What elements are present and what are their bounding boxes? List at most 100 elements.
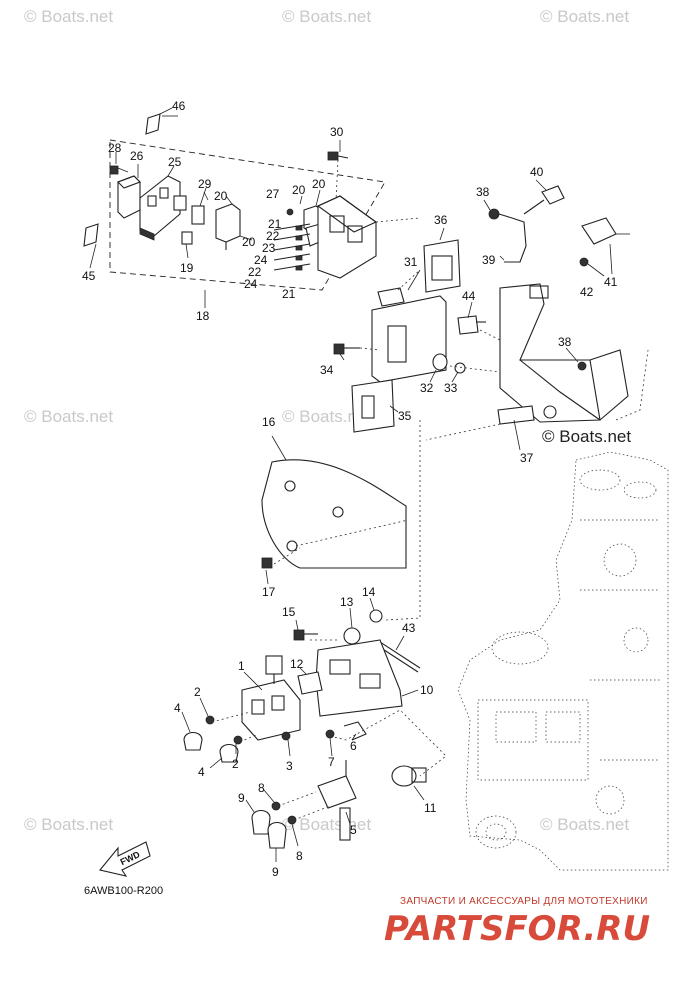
callout: 38 bbox=[558, 335, 572, 349]
part-30-screw bbox=[327, 140, 349, 201]
engine-block-outline bbox=[457, 451, 669, 871]
callout: 4 bbox=[174, 701, 181, 715]
part-2-bolt-a bbox=[205, 715, 215, 725]
callout: 14 bbox=[362, 585, 376, 599]
callout: 21 bbox=[282, 287, 296, 301]
callout: 37 bbox=[520, 451, 534, 465]
callout: 1 bbox=[238, 659, 245, 673]
callout: 43 bbox=[402, 621, 416, 635]
callout: 32 bbox=[420, 381, 434, 395]
flag-45 bbox=[83, 223, 99, 269]
callout: 36 bbox=[434, 213, 448, 227]
watermark-center: © Boats.net bbox=[542, 427, 631, 446]
watermark: © Boats.net bbox=[24, 815, 113, 834]
part-2-bolt-b bbox=[233, 735, 243, 745]
callout: 46 bbox=[172, 99, 186, 113]
part-27-screw bbox=[286, 208, 294, 216]
branding-logo: PARTSFOR.RU bbox=[384, 909, 650, 949]
callout: 30 bbox=[330, 125, 344, 139]
callout: 20 bbox=[214, 189, 228, 203]
part-31-bracket bbox=[371, 287, 447, 383]
callout: 19 bbox=[180, 261, 194, 275]
callout: 2 bbox=[194, 685, 201, 699]
callout: 34 bbox=[320, 363, 334, 377]
callout: 7 bbox=[328, 755, 335, 769]
part-16-cover bbox=[261, 459, 407, 569]
callout: 28 bbox=[108, 141, 122, 155]
part-17-bolt bbox=[261, 557, 273, 569]
callout: 20 bbox=[292, 183, 306, 197]
part-15-bolt bbox=[293, 629, 318, 641]
part-20-relay-a bbox=[215, 195, 241, 250]
callout: 6 bbox=[350, 739, 357, 753]
watermark: © Boats.net bbox=[24, 407, 113, 426]
callout: 26 bbox=[130, 149, 144, 163]
callout: 13 bbox=[340, 595, 354, 609]
diagram-code: 6AWB100-R200 bbox=[84, 885, 163, 897]
callout-labels: 46 30 28 26 25 29 20 27 20 20 20 21 22 2… bbox=[82, 99, 618, 879]
part-36-cover bbox=[423, 239, 461, 293]
callout: 40 bbox=[530, 165, 544, 179]
callout: 39 bbox=[482, 253, 496, 267]
part-37-plate bbox=[497, 405, 535, 425]
branding-tagline: ЗАПЧАСТИ И АКСЕССУАРЫ ДЛЯ МОТОТЕХНИКИ bbox=[400, 896, 648, 907]
watermark: © Boats.net bbox=[282, 7, 371, 26]
callout: 42 bbox=[580, 285, 594, 299]
callout: 16 bbox=[262, 415, 276, 429]
callout: 15 bbox=[282, 605, 296, 619]
callout: 4 bbox=[198, 765, 205, 779]
part-42-bolt bbox=[579, 257, 589, 267]
part-9-cap-a bbox=[251, 809, 271, 835]
callout: 24 bbox=[244, 277, 258, 291]
group-18-box bbox=[109, 139, 386, 308]
part-14-collar bbox=[369, 609, 383, 623]
callout: 35 bbox=[398, 409, 412, 423]
part-4-cap-b bbox=[219, 743, 239, 763]
watermark: © Boats.net bbox=[282, 407, 371, 426]
callout: 41 bbox=[604, 275, 618, 289]
part-main-bracket bbox=[499, 283, 629, 423]
callout: 29 bbox=[198, 177, 212, 191]
part-29-fuse bbox=[173, 187, 207, 225]
part-39-bracket bbox=[504, 217, 527, 263]
part-1-coil-unit bbox=[241, 655, 301, 741]
callout: 9 bbox=[272, 865, 279, 879]
part-13-grommet bbox=[343, 627, 361, 645]
watermark: © Boats.net bbox=[24, 7, 113, 26]
part-9-cap-b bbox=[267, 821, 287, 849]
callout: 18 bbox=[196, 309, 210, 323]
callout: 22 bbox=[248, 265, 262, 279]
part-38-bolt-top bbox=[488, 208, 513, 220]
part-28-screw bbox=[109, 165, 129, 175]
callout: 27 bbox=[266, 187, 280, 201]
callout: 3 bbox=[286, 759, 293, 773]
watermark: © Boats.net bbox=[540, 7, 629, 26]
callout: 33 bbox=[444, 381, 458, 395]
callout: 5 bbox=[350, 823, 357, 837]
part-4-cap-a bbox=[183, 731, 203, 751]
callout: 10 bbox=[420, 683, 434, 697]
flag-46 bbox=[145, 107, 173, 135]
part-7-bolt bbox=[325, 729, 335, 739]
part-fuse-box-body bbox=[316, 195, 378, 279]
part-6-clamp bbox=[343, 721, 367, 741]
part-3-bolt bbox=[281, 731, 291, 741]
callout: 31 bbox=[404, 255, 418, 269]
callout: 45 bbox=[82, 269, 96, 283]
callout: 11 bbox=[424, 801, 437, 815]
part-12-connector bbox=[297, 671, 323, 695]
callout: 12 bbox=[290, 657, 304, 671]
part-5-coil bbox=[317, 760, 357, 841]
partsfor-branding: ЗАПЧАСТИ И АКСЕССУАРЫ ДЛЯ МОТОТЕХНИКИ PA… bbox=[384, 896, 650, 949]
watermark: © Boats.net bbox=[540, 815, 629, 834]
callout: 25 bbox=[168, 155, 182, 169]
part-44-clip bbox=[457, 315, 486, 335]
callout: 9 bbox=[238, 791, 245, 805]
callout: 23 bbox=[262, 241, 276, 255]
fwd-arrow-icon: FWD bbox=[99, 841, 151, 877]
part-32-grommet bbox=[432, 353, 448, 371]
callout: 22 bbox=[266, 229, 280, 243]
part-33-collar bbox=[454, 362, 466, 374]
callout: 38 bbox=[476, 185, 490, 199]
callout: 2 bbox=[232, 757, 239, 771]
